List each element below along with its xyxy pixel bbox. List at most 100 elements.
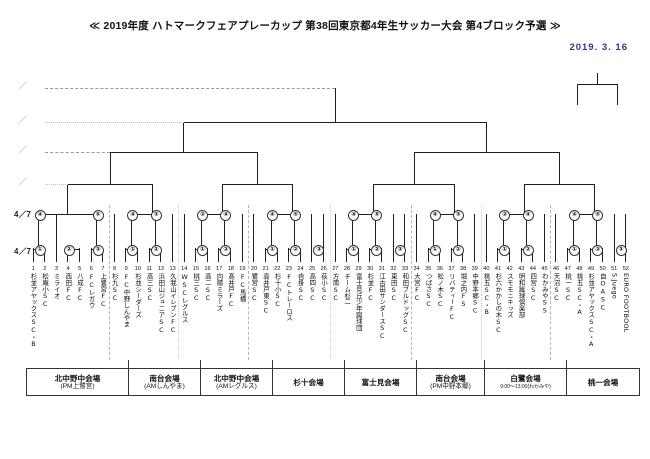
group-separator <box>248 205 250 360</box>
team-number: 44 <box>529 266 536 272</box>
team-number: 36 <box>436 266 443 272</box>
bracket-bar <box>222 184 293 185</box>
team-number: 6 <box>89 266 93 272</box>
bracket-stem <box>253 248 255 262</box>
team-number: 8 <box>112 266 117 272</box>
bracket-stem <box>346 248 348 262</box>
bracket-bar <box>503 214 528 215</box>
venue-cell: 杉十会場 <box>272 368 344 396</box>
team-name: ミライオ <box>52 273 61 299</box>
bracket-stem <box>486 122 488 152</box>
bracket-stem <box>543 214 545 248</box>
team-name: 浜田山ジュニアSC <box>157 273 166 334</box>
bracket-stem <box>206 248 208 262</box>
team-number: 18 <box>227 266 234 272</box>
bracket-stem <box>375 214 377 249</box>
seed-circle-lower: ③ <box>394 244 406 256</box>
bracket-stem <box>404 214 406 248</box>
team-number: 16 <box>204 266 211 272</box>
team-number: 47 <box>564 266 571 272</box>
bracket-bar <box>352 214 376 215</box>
bracket-stem <box>381 248 383 262</box>
bracket-stem <box>415 248 417 262</box>
seed-circle-lower: ② <box>150 244 162 256</box>
bracket-bar <box>373 184 455 185</box>
venue-divider-stub <box>272 360 273 368</box>
group-separator <box>410 205 412 360</box>
team-number: 25 <box>308 266 316 272</box>
team-number: 1 <box>31 266 35 272</box>
team-number: 29 <box>355 266 362 272</box>
team-name: FCトレーロス <box>285 273 294 321</box>
team-name: 荻小SC <box>319 273 328 302</box>
seed-circle-upper: ⑤ <box>371 209 383 221</box>
team-name: 向陽ミラーズ <box>215 273 224 312</box>
seed-circle-lower: ② <box>63 244 75 256</box>
team-name: 上鷺宮FC <box>99 273 108 309</box>
team-name: つばさSC <box>424 273 433 309</box>
round-label-6: 4／7 <box>14 247 31 256</box>
bracket-stem <box>372 184 374 214</box>
team-number: 45 <box>541 266 548 272</box>
team-name: 四宮SC <box>529 273 538 302</box>
bracket-stem <box>241 214 243 248</box>
seed-circle-lower: ② <box>592 244 604 256</box>
team-name: 杉並FC <box>366 273 375 302</box>
seed-circle-lower: ② <box>522 244 534 256</box>
bracket-stem <box>543 248 545 262</box>
venue-cell: 南台会場(PM中野本郷) <box>416 368 484 396</box>
bracket-stem <box>78 248 80 262</box>
bracket-stem <box>456 214 458 249</box>
team-name: 桃五SC・A <box>575 273 584 317</box>
bracket-stem <box>171 214 173 248</box>
bracket-stem <box>415 214 417 248</box>
team-name: FC馬橋 <box>238 273 247 302</box>
team-name: 高二SC <box>203 273 212 302</box>
bracket-stem <box>462 248 464 262</box>
team-number: 3 <box>54 266 58 272</box>
team-name: EURO FOOTBOOL <box>622 273 631 333</box>
team-number: 42 <box>506 266 513 272</box>
team-number: 27 <box>332 266 339 272</box>
team-number: 19 <box>239 266 246 272</box>
bracket-stem <box>311 248 313 262</box>
seed-circle-upper: ③ <box>150 209 162 221</box>
venue-detail: 9:00〜13:00(わかみや) <box>500 383 551 390</box>
bracket-stem <box>38 214 40 249</box>
team-name: FCレガウ <box>87 273 96 309</box>
bracket-stem <box>617 84 619 105</box>
bracket-stem <box>160 248 162 262</box>
bracket-stem <box>433 214 435 249</box>
team-name: 桃三SC <box>192 273 201 302</box>
round-dash <box>45 122 184 123</box>
seed-circle-lower: ② <box>452 244 464 256</box>
team-name: 高三SC <box>145 273 154 302</box>
team-number: 38 <box>460 266 467 272</box>
bracket-stem <box>590 248 592 262</box>
seed-circle-lower: ③ <box>313 244 325 256</box>
bracket-stem <box>567 248 569 262</box>
bracket-stem <box>526 214 528 249</box>
team-number: 14 <box>181 266 188 272</box>
venue-name: 杉十会場 <box>293 377 324 387</box>
bracket-stem <box>154 214 156 249</box>
team-number: 37 <box>448 266 455 272</box>
team-name: 桃五SC・B <box>482 273 491 317</box>
round-label-3: ／ <box>18 145 28 155</box>
venue-divider-stub <box>566 360 567 368</box>
venue-cell: 南台会場(AMしんやま) <box>128 368 200 396</box>
bracket-stem <box>524 184 526 214</box>
group-separator <box>480 205 482 360</box>
team-number: 40 <box>483 266 490 272</box>
team-number: 7 <box>101 266 105 272</box>
